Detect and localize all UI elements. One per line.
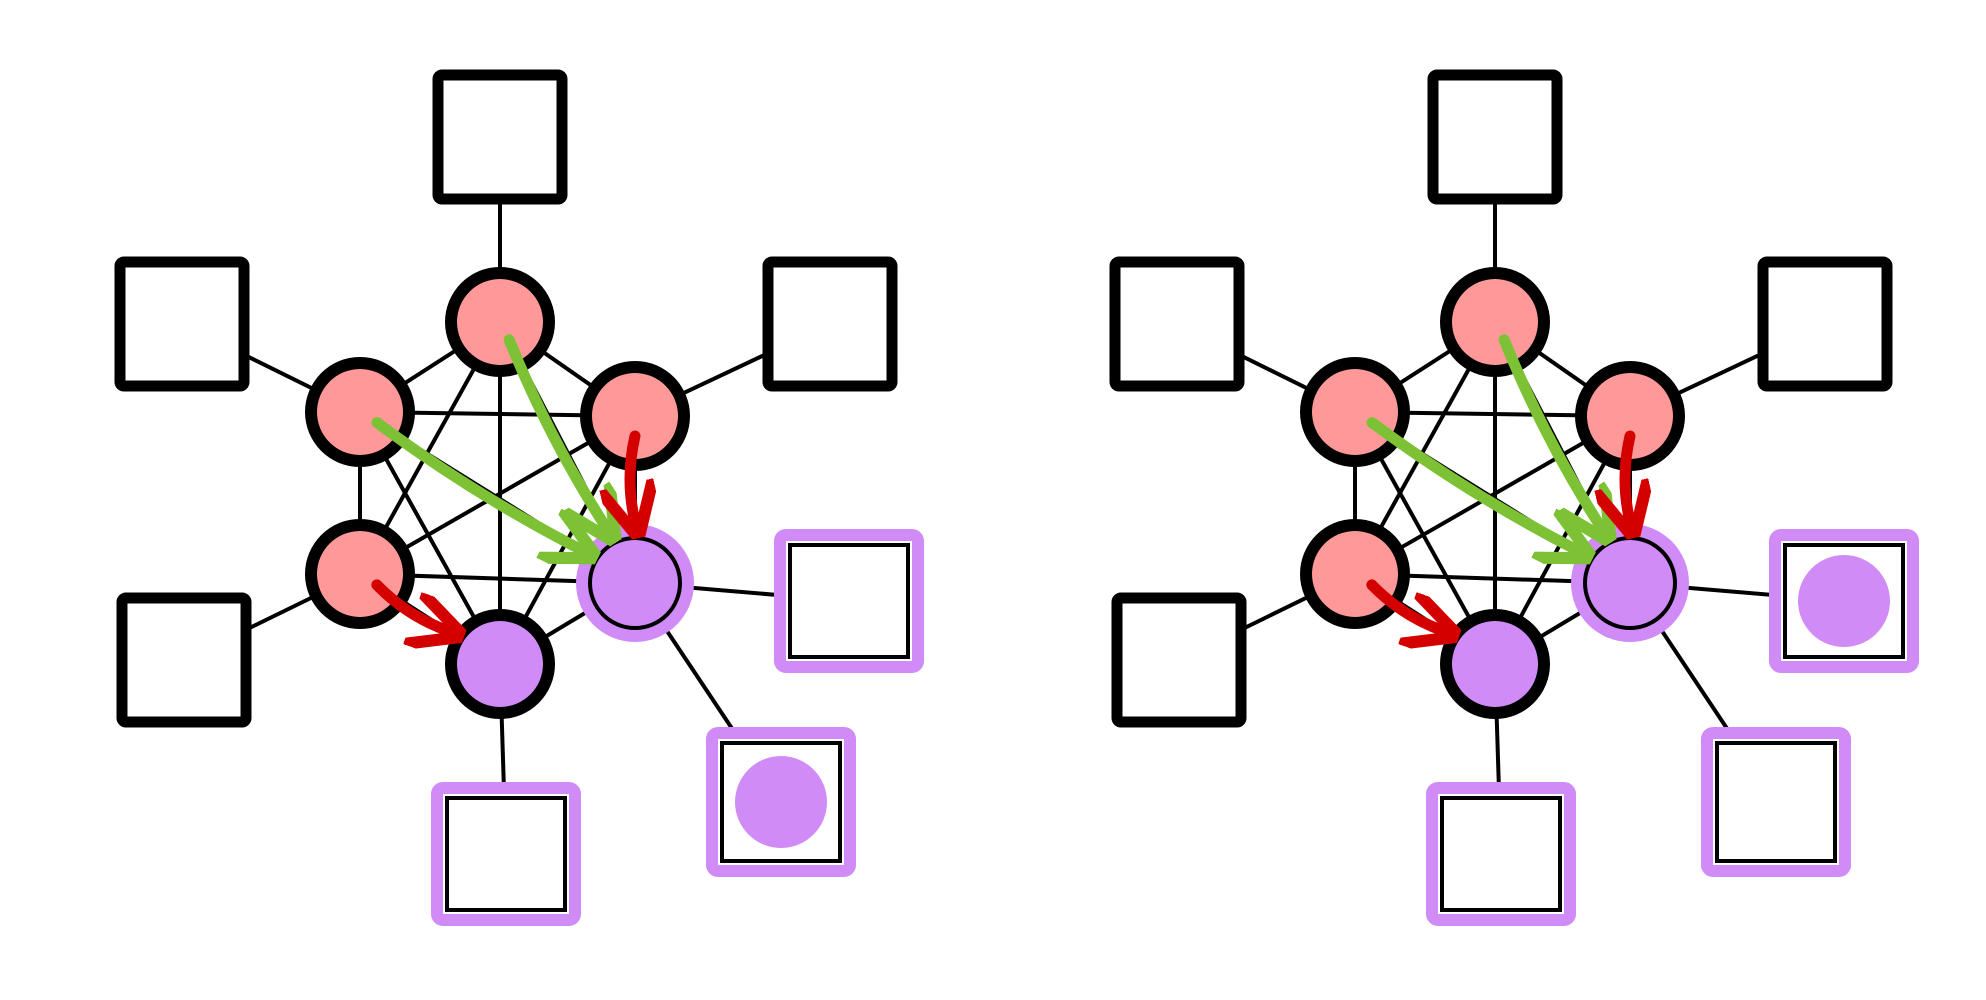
arrow-c-upper-right-to-c-right [1625, 430, 1630, 522]
box-sq-top [432, 69, 568, 205]
box-sq-lower-left [116, 592, 252, 728]
box-sq-bottom [431, 782, 581, 926]
box-outline-sq-top [432, 69, 568, 205]
box-sq-lower-right [1701, 727, 1851, 877]
box-sq-lower-right [706, 727, 856, 877]
node-c-right [1571, 524, 1689, 642]
node-core-c-upper-right [592, 373, 678, 459]
box-sq-upper-left [1109, 256, 1245, 392]
box-highlight-sq-bottom [431, 782, 581, 926]
node-core-c-upper-right [1587, 373, 1673, 459]
box-sq-bottom [1426, 782, 1576, 926]
node-c-lower-left [305, 519, 415, 629]
box-outline-sq-upper-right [762, 256, 898, 392]
node-core-c-bottom [1452, 621, 1538, 707]
node-c-lower-left [1300, 519, 1410, 629]
arrow-c-upper-left-to-c-right [371, 417, 583, 551]
node-core-c-upper-left [317, 369, 403, 455]
box-sq-upper-left [114, 256, 250, 392]
node-core-c-top [457, 279, 543, 365]
node-core-c-right [588, 536, 682, 630]
box-highlight-sq-bottom [1426, 782, 1576, 926]
node-core-c-upper-left [1312, 369, 1398, 455]
box-sq-right [1769, 529, 1919, 673]
box-outline-sq-lower-right [1715, 741, 1837, 863]
box-highlight-sq-right [774, 529, 924, 673]
node-c-bottom [445, 609, 555, 719]
box-dot-sq-right [1798, 555, 1890, 647]
arrow-c-upper-right-to-c-right [630, 430, 635, 522]
node-c-upper-right [1575, 361, 1685, 471]
box-sq-upper-right [762, 256, 898, 392]
node-c-upper-right [580, 361, 690, 471]
box-outline-sq-right [788, 543, 910, 659]
node-c-right [576, 524, 694, 642]
box-outline-sq-lower-left [1111, 592, 1247, 728]
box-outline-sq-lower-right [720, 741, 842, 863]
box-sq-right [774, 529, 924, 673]
arrow-c-upper-left-to-c-right [1366, 417, 1578, 551]
box-dot-sq-lower-right [735, 756, 827, 848]
box-sq-upper-right [1757, 256, 1893, 392]
box-outline-sq-bottom [445, 796, 567, 912]
box-outline-sq-right [1783, 543, 1905, 659]
node-c-upper-left [305, 357, 415, 467]
arrow-c-lower-left-to-c-bottom [371, 579, 449, 631]
arrow-c-lower-left-to-c-bottom [1366, 579, 1444, 631]
box-outline-sq-bottom [1440, 796, 1562, 912]
node-core-c-top [1452, 279, 1538, 365]
node-core-c-bottom [457, 621, 543, 707]
arrow-c-top-to-c-right [503, 334, 607, 529]
panel-left [114, 69, 924, 926]
arrow-c-top-to-c-right [1498, 334, 1602, 529]
node-c-top [445, 267, 555, 377]
node-c-bottom [1440, 609, 1550, 719]
node-core-c-right [1583, 536, 1677, 630]
box-sq-lower-left [1111, 592, 1247, 728]
node-c-upper-left [1300, 357, 1410, 467]
node-c-top [1440, 267, 1550, 377]
box-outline-sq-lower-left [116, 592, 252, 728]
box-sq-top [1427, 69, 1563, 205]
box-outline-sq-top [1427, 69, 1563, 205]
box-outline-sq-upper-right [1757, 256, 1893, 392]
box-highlight-sq-lower-right [1701, 727, 1851, 877]
panel-right [1109, 69, 1919, 926]
box-outline-sq-upper-left [114, 256, 250, 392]
box-outline-sq-upper-left [1109, 256, 1245, 392]
